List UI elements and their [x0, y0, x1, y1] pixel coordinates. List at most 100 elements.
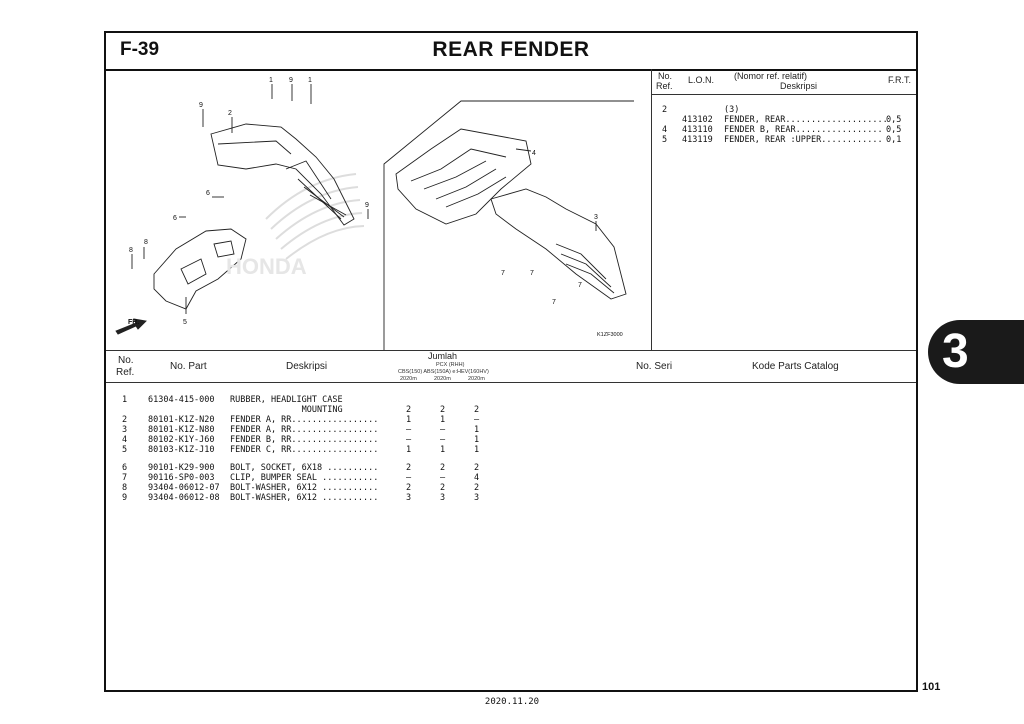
- lon-table: No. Ref. L.O.N. (Nomor ref. relatif) Des…: [652, 69, 916, 350]
- part-qty-cell: 2: [440, 463, 446, 473]
- parts-header-part: No. Part: [170, 361, 207, 372]
- part-qty-cell: 2: [406, 405, 412, 415]
- lon-ref-cell: 5: [662, 135, 668, 145]
- callout-label: 5: [183, 319, 187, 326]
- part-qty-cell: –: [440, 435, 446, 445]
- parts-header-catalog: Kode Parts Catalog: [752, 361, 839, 372]
- parts-header-serial: No. Seri: [636, 361, 673, 372]
- callout-label: 6: [206, 190, 210, 197]
- part-ref-cell: 3: [122, 425, 128, 435]
- callout-label: 4: [532, 150, 536, 157]
- part-qty-cell: 1: [406, 415, 412, 425]
- part-desc-cell: FENDER A, RR.................: [230, 415, 379, 425]
- parts-header-variants: CBS(150) ABS(150A) e:HEV(160HV): [398, 369, 489, 375]
- part-desc-cell: CLIP, BUMPER SEAL ...........: [230, 473, 379, 483]
- part-ref-cell: 8: [122, 483, 128, 493]
- lon-header-no: No.: [658, 71, 673, 81]
- parts-diagram: 1 9 2 9 1 6 9 6 8 8 5 4 3 7 7 7 7 K1ZF30…: [106, 69, 652, 350]
- front-label: FR.: [128, 319, 139, 326]
- part-ref-cell: 4: [122, 435, 128, 445]
- part-qty-cell: 1: [406, 445, 412, 455]
- part-qty-cell: 3: [440, 493, 446, 503]
- parts-header-year: 2020m: [468, 376, 485, 382]
- parts-header-ref: Ref.: [116, 367, 135, 378]
- page-frame: F-39 REAR FENDER: [104, 31, 918, 692]
- part-ref-cell: 2: [122, 415, 128, 425]
- part-ref-cell: 6: [122, 463, 128, 473]
- section-tab[interactable]: 3: [928, 320, 1024, 384]
- part-desc-cell: FENDER A, RR.................: [230, 425, 379, 435]
- parts-header-qty: Jumlah: [428, 351, 458, 361]
- part-ref-cell: 7: [122, 473, 128, 483]
- callout-label: 7: [501, 270, 505, 277]
- part-number-cell: 93404-06012-07: [148, 483, 220, 493]
- parts-header-no: No.: [118, 355, 134, 366]
- callout-label: 8: [129, 247, 133, 254]
- parts-header-desc: Deskripsi: [286, 361, 328, 372]
- parts-table-header: No. Ref. No. Part Deskripsi Jumlah PCX (…: [106, 350, 916, 383]
- footer-date: 2020.11.20: [484, 697, 540, 707]
- lon-ref-cell: 2: [662, 105, 668, 115]
- callout-label: 1: [308, 77, 312, 84]
- page-header: F-39 REAR FENDER: [106, 33, 916, 71]
- part-number-cell: 80102-K1Y-J60: [148, 435, 215, 445]
- callout-label: 9: [365, 202, 369, 209]
- part-qty-cell: 1: [440, 415, 446, 425]
- part-ref-cell: 5: [122, 445, 128, 455]
- part-qty-cell: 1: [474, 425, 480, 435]
- part-qty-cell: 3: [406, 493, 412, 503]
- lon-header-divider: [652, 94, 916, 95]
- lon-ref-cell: 4: [662, 125, 668, 135]
- part-desc-cell: BOLT-WASHER, 6X12 ...........: [230, 493, 379, 503]
- section-tab-number: 3: [942, 325, 969, 378]
- part-number-cell: 90101-K29-900: [148, 463, 215, 473]
- callout-label: 6: [173, 215, 177, 222]
- part-desc-cell: FENDER B, RR.................: [230, 435, 379, 445]
- part-number-cell: 80101-K1Z-N80: [148, 425, 215, 435]
- part-qty-cell: –: [406, 435, 412, 445]
- part-qty-cell: 1: [474, 435, 480, 445]
- lon-frt-cell: 0,5: [886, 115, 902, 125]
- lon-header-frt: F.R.T.: [888, 75, 912, 85]
- lon-code-cell: 413119: [682, 135, 713, 145]
- lon-header-lon: L.O.N.: [688, 75, 715, 85]
- part-number-cell: 80101-K1Z-N20: [148, 415, 215, 425]
- part-number-cell: 61304-415-000: [148, 395, 215, 405]
- callout-label: 8: [144, 239, 148, 246]
- honda-watermark: HONDA: [226, 254, 307, 279]
- lon-desc-cell: FENDER, REAR....................: [724, 115, 888, 125]
- part-desc-cell: RUBBER, HEADLIGHT CASE: [230, 395, 343, 405]
- part-desc-cell: BOLT-WASHER, 6X12 ...........: [230, 483, 379, 493]
- part-qty-cell: 2: [474, 483, 480, 493]
- callout-label: 2: [228, 110, 232, 117]
- callout-label: 1: [269, 77, 273, 84]
- callout-label: 3: [594, 214, 598, 221]
- callout-label: 9: [199, 102, 203, 109]
- lon-desc-cell: FENDER B, REAR.................: [724, 125, 883, 135]
- part-qty-cell: 3: [474, 493, 480, 503]
- parts-header-model: PCX (RHH): [436, 362, 465, 368]
- part-ref-cell: 1: [122, 395, 128, 405]
- callout-label: 7: [578, 282, 582, 289]
- part-qty-cell: 2: [406, 483, 412, 493]
- part-qty-cell: 1: [474, 445, 480, 455]
- part-qty-cell: –: [406, 473, 412, 483]
- image-code: K1ZF3000: [597, 332, 623, 338]
- part-ref-cell: 9: [122, 493, 128, 503]
- lon-header-desc-top: (Nomor ref. relatif): [734, 71, 808, 81]
- part-qty-cell: –: [440, 473, 446, 483]
- part-desc-cell: BOLT, SOCKET, 6X18 ..........: [230, 463, 379, 473]
- part-qty-cell: 2: [406, 463, 412, 473]
- part-qty-cell: –: [406, 425, 412, 435]
- lon-frt-cell: 0,1: [886, 135, 902, 145]
- callout-label: 9: [289, 77, 293, 84]
- part-number-cell: 80103-K1Z-J10: [148, 445, 215, 455]
- page-number: 101: [922, 681, 941, 693]
- parts-header-year: 2020m: [400, 376, 417, 382]
- lon-desc-cell: FENDER, REAR :UPPER............: [724, 135, 883, 145]
- parts-header-year: 2020m: [434, 376, 451, 382]
- lon-desc-cell: (3): [724, 105, 740, 115]
- lon-code-cell: 413110: [682, 125, 713, 135]
- part-number-cell: 90116-SP0-003: [148, 473, 215, 483]
- exploded-view-drawing: 1 9 2 9 1 6 9 6 8 8 5 4 3 7 7 7 7 K1ZF30…: [115, 77, 634, 350]
